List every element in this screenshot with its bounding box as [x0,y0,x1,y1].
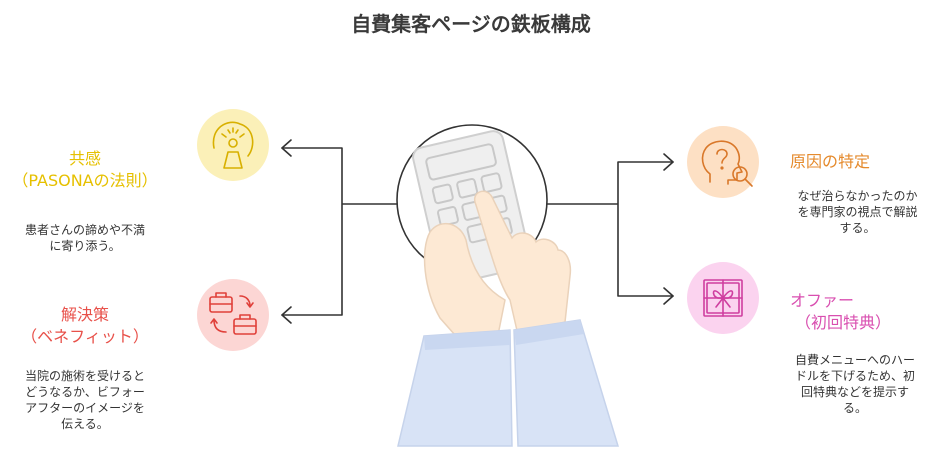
desc-line: 患者さんの諦めや不満 [24,223,145,237]
page-title: 自費集客ページの鉄板構成 [351,12,591,36]
cause-heading-line1: 原因の特定 [789,152,870,171]
desc-line: 自費メニューへのハー [794,353,915,367]
connector-right [544,161,674,297]
desc-line: 当院の施術を受けると [24,369,145,383]
solution-description: 当院の施術を受けると どうなるか、ビフォー アフターのイメージを 伝える。 [0,368,170,432]
cause-heading: 原因の特定 [775,151,885,173]
meditating-person-icon [197,109,269,181]
cause-description: なぜ治らなかったのか を専門家の視点で解説 する。 [775,188,940,236]
offer-heading: オファー （初回特典） [768,290,918,334]
arrow-right-bottom [663,287,674,305]
desc-line: アフターのイメージを [25,401,145,415]
empathy-heading-line1: 共感 [68,149,101,168]
solution-heading-line2: （ベネフィット） [21,327,149,346]
head-question-magnifier-icon [687,126,759,198]
desc-line: どうなるか、ビフォー [25,385,145,399]
hands-holding-calculator-icon [396,124,620,447]
solution-heading: 解決策 （ベネフィット） [0,304,170,348]
arrow-left-bottom [281,306,292,324]
arrow-left-top [281,139,292,157]
solution-heading-line1: 解決策 [60,305,109,324]
offer-description: 自費メニューへのハー ドルを下げるため、初 回特典などを提示す る。 [775,352,935,416]
offer-heading-line1: オファー [790,291,855,310]
desc-line: を専門家の視点で解説 [797,205,918,219]
desc-line: ドルを下げるため、初 [794,369,915,383]
gift-box-icon [687,262,759,334]
desc-line: る。 [842,401,867,415]
empathy-heading: 共感 （PASONAの法則） [0,148,170,192]
arrow-right-top [663,153,674,171]
empathy-description: 患者さんの諦めや不満 に寄り添う。 [0,222,170,254]
desc-line: なぜ治らなかったのか [797,189,918,203]
empathy-heading-line2: （PASONAの法則） [12,171,158,190]
desc-line: 伝える。 [61,417,109,431]
connector-left [281,147,399,316]
desc-line: に寄り添う。 [49,239,121,253]
briefcase-exchange-icon [197,279,269,351]
offer-heading-line2: （初回特典） [794,313,891,332]
desc-line: 回特典などを提示す [800,385,909,399]
desc-line: する。 [839,221,876,235]
